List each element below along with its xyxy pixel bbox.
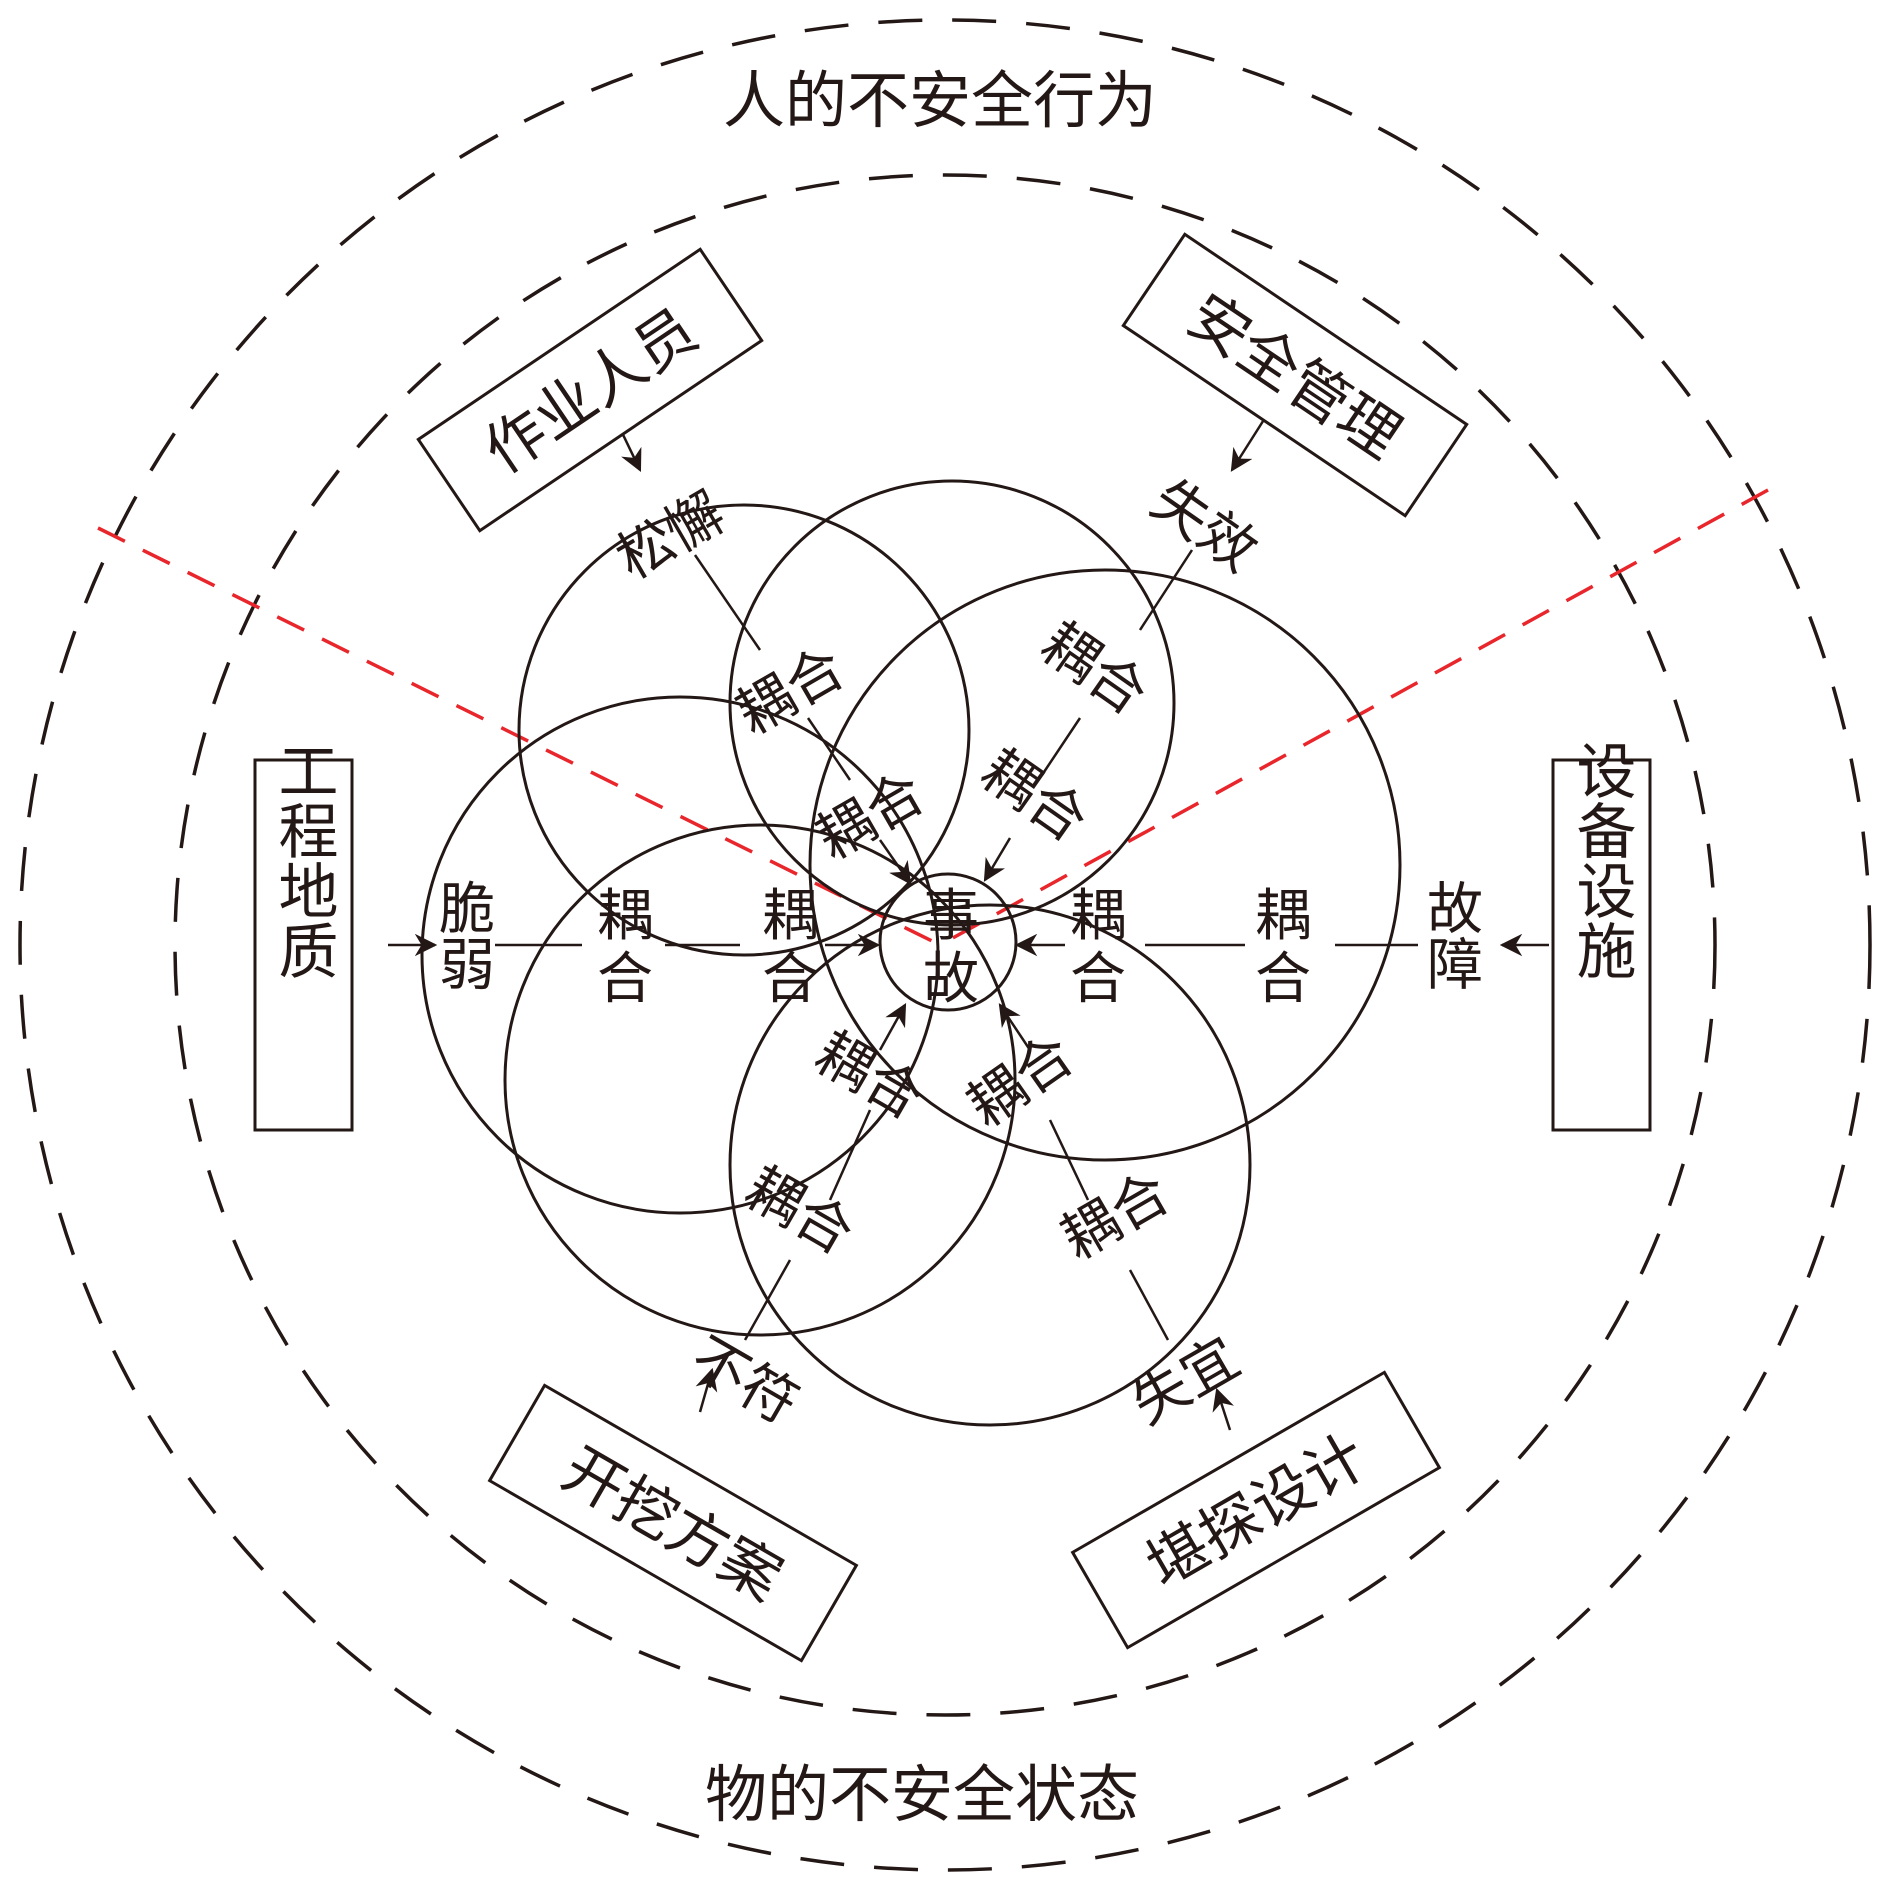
red-divider-right [939, 488, 1769, 947]
state-failure: 失效 [1140, 467, 1269, 584]
factor-circle-bottom-left [503, 823, 1017, 1337]
svg-text:耦: 耦 [1255, 884, 1311, 949]
svg-text:事: 事 [923, 884, 979, 949]
coupling-lower-right-inner: 耦 合 [956, 1022, 1085, 1139]
coupling-right-inner: 耦 合 [1070, 884, 1126, 1012]
coupling-upper-left-inner: 耦 合 [806, 760, 935, 872]
coupling-lower-left-outer: 耦 合 [735, 1155, 864, 1267]
svg-text:耦: 耦 [762, 884, 818, 949]
state-mismatch: 不符 [680, 1325, 809, 1437]
excavation-box: 开挖方案 [487, 1383, 859, 1663]
coupling-upper-left-outer: 耦 合 [726, 635, 855, 747]
state-improper: 失宜 [1121, 1325, 1250, 1437]
svg-text:故障: 故障 [1418, 879, 1483, 991]
inner-dashed-circle [173, 173, 1717, 1717]
factor-circle-bottom-right [728, 903, 1252, 1427]
factor-circle-left [420, 695, 940, 1215]
svg-text:合: 合 [597, 947, 653, 1012]
svg-text:故: 故 [923, 947, 979, 1012]
svg-text:合: 合 [1070, 947, 1126, 1012]
state-fault: 故障 [1418, 879, 1483, 991]
equipment-box: 设备设施 [1551, 740, 1652, 1132]
factor-circles [420, 479, 1402, 1427]
coupling-lower-right-outer: 耦 合 [1051, 1160, 1180, 1272]
equipment-label: 设备设施 [1566, 740, 1636, 980]
factor-circle-right [808, 568, 1402, 1162]
svg-text:脆弱: 脆弱 [430, 879, 495, 991]
geology-label: 工程地质 [268, 740, 338, 980]
coupling-upper-right-inner: 耦 合 [970, 737, 1099, 854]
geology-box: 工程地质 [253, 740, 354, 1132]
svg-text:耦: 耦 [1070, 884, 1126, 949]
factor-circle-top-left [517, 503, 971, 957]
coupling-right-outer: 耦 合 [1255, 884, 1311, 1012]
accident-label: 事 故 [923, 884, 979, 1012]
coupling-upper-right-outer: 耦 合 [1030, 610, 1159, 727]
state-fragile: 脆弱 [430, 879, 495, 991]
outer-dashed-circle [18, 18, 1872, 1872]
state-slack: 松懈 [606, 480, 735, 592]
coupling-left-outer: 耦 合 [597, 884, 653, 1012]
survey-design-box: 堪探设计 [1070, 1370, 1442, 1650]
svg-text:合: 合 [762, 947, 818, 1012]
operator-box: 作业人员 [416, 247, 764, 533]
svg-text:耦: 耦 [597, 884, 653, 949]
coupling-left-inner: 耦 合 [762, 884, 818, 1012]
unsafe-behavior-label: 人的不安全行为 [723, 64, 1157, 137]
unsafe-state-label: 物的不安全状态 [705, 1758, 1139, 1831]
connectors [388, 417, 1549, 1431]
svg-text:合: 合 [1255, 947, 1311, 1012]
coupling-lower-left-inner: 耦 合 [805, 1020, 934, 1132]
